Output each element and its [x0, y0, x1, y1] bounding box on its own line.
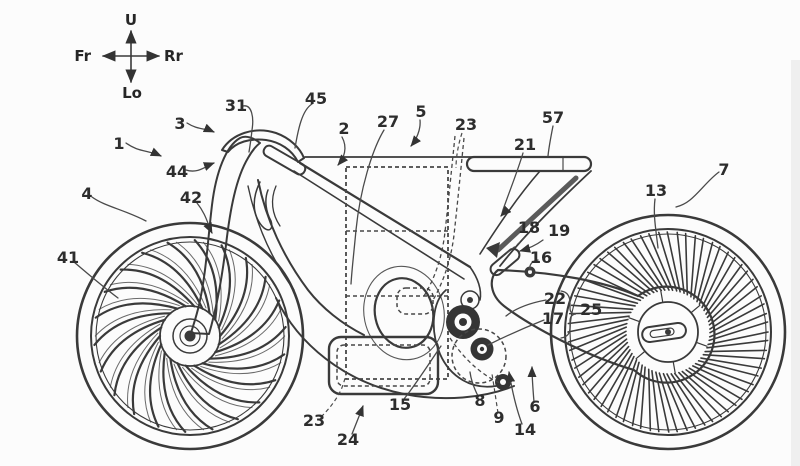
linkage-plate	[486, 242, 500, 258]
swingarm	[490, 268, 716, 384]
compass-up-label: U	[125, 11, 137, 29]
seat-assembly	[465, 155, 593, 267]
axle-slot	[641, 321, 687, 344]
orientation-compass: U Lo Fr Rr	[74, 11, 183, 102]
motor-assembly	[432, 289, 511, 390]
rear-hub	[637, 301, 699, 363]
down-tube-inner	[247, 185, 295, 291]
seat-stay-tube	[495, 175, 579, 253]
ref-label-7: 7	[718, 160, 729, 179]
ref-label-3: 3	[174, 114, 185, 133]
lower-box	[327, 335, 440, 396]
ref-label-14: 14	[514, 420, 536, 439]
ref-label-17: 17	[542, 309, 564, 328]
ref-label-6: 6	[529, 397, 540, 416]
down-tube-outer	[257, 179, 365, 336]
ref-label-42: 42	[180, 188, 202, 207]
scan-edge	[791, 60, 800, 466]
leader-lines	[73, 103, 720, 435]
belt-dashed	[449, 337, 501, 384]
motor-housing	[432, 289, 497, 388]
main-spar-lower	[293, 170, 465, 280]
ref-label-23-top: 23	[455, 115, 477, 134]
ref-label-57: 57	[542, 108, 564, 127]
ref-label-25: 25	[580, 300, 602, 319]
wiring-conduit-dashed	[423, 135, 465, 301]
front-fork-cowl	[190, 129, 307, 335]
ref-label-19: 19	[548, 221, 570, 240]
battery-port-dashed	[396, 287, 434, 315]
ref-label-45: 45	[305, 89, 327, 108]
ref-label-44: 44	[166, 162, 188, 181]
compass-down-label: Lo	[122, 84, 142, 102]
ref-label-41: 41	[57, 248, 79, 267]
ref-label-1: 1	[113, 134, 124, 153]
handlebar	[262, 144, 307, 176]
tail-lower-edge	[499, 170, 592, 267]
ref-label-15: 15	[389, 395, 411, 414]
shock-absorber	[489, 247, 521, 277]
cable-front	[253, 181, 273, 231]
ref-label-5: 5	[415, 102, 426, 121]
battery-box-dashed	[345, 166, 449, 380]
frame-body	[247, 156, 586, 400]
compass-front-label: Fr	[74, 47, 91, 65]
cable-rear	[271, 185, 281, 227]
ref-label-27: 27	[377, 112, 399, 131]
ref-label-18: 18	[518, 218, 540, 237]
ref-label-2: 2	[338, 119, 349, 138]
brace-25	[560, 290, 577, 339]
ref-label-4: 4	[81, 184, 92, 203]
front-axle	[184, 330, 196, 342]
chainring-dashed	[451, 328, 507, 384]
lower-fairing-edge	[275, 297, 515, 400]
reference-labels: 1 3 31 45 44 4 42 41 2 27 5 23 57 21 13 …	[57, 89, 730, 449]
ref-label-24: 24	[337, 430, 359, 449]
ref-label-16: 16	[530, 248, 552, 267]
ref-label-13: 13	[645, 181, 667, 200]
compass-rear-label: Rr	[164, 47, 184, 65]
ref-label-21: 21	[514, 135, 536, 154]
ref-label-23-bottom: 23	[303, 411, 325, 430]
frame-duct-outer	[363, 265, 445, 361]
ref-label-31: 31	[225, 96, 247, 115]
ref-label-9: 9	[493, 408, 504, 427]
ref-label-8: 8	[474, 391, 485, 410]
seat	[465, 155, 593, 173]
ref-label-22: 22	[544, 289, 566, 308]
